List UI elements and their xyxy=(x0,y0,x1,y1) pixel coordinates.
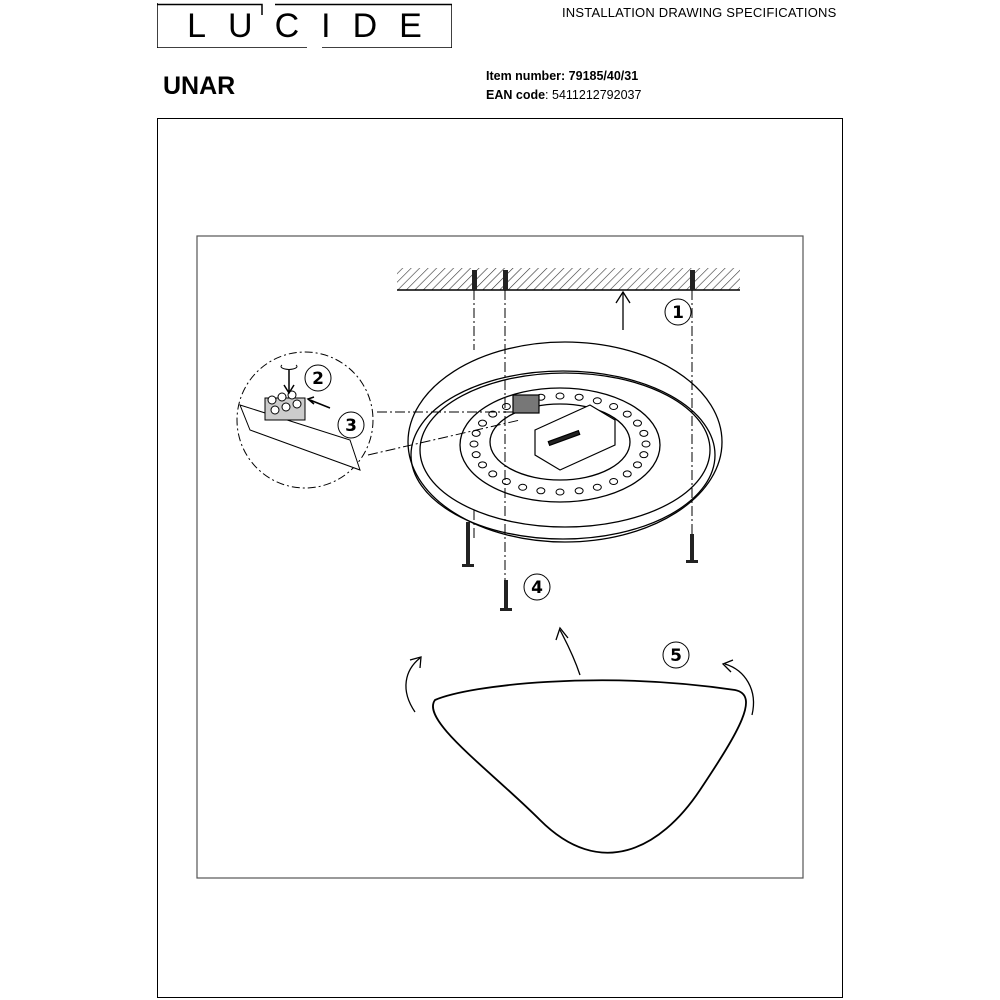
step-5-label: 5 xyxy=(670,646,682,666)
step-4-badge: 4 xyxy=(523,573,551,601)
led-dot xyxy=(632,461,642,469)
led-dot xyxy=(471,429,481,437)
led-dot xyxy=(609,402,619,410)
ean-label: EAN code xyxy=(486,88,546,102)
led-dot xyxy=(639,429,649,437)
led-dot xyxy=(555,392,565,400)
step-1-badge: 1 xyxy=(664,298,692,326)
ean-code: EAN code: 5411212792037 xyxy=(486,88,641,102)
step-2-badge: 2 xyxy=(304,364,332,392)
ceiling-base xyxy=(407,341,723,543)
item-number: Item number: 79185/40/31 xyxy=(486,69,638,83)
step-1-label: 1 xyxy=(672,303,684,323)
ean-value: : 5411212792037 xyxy=(545,88,642,102)
item-number-label: Item number: xyxy=(486,69,566,83)
led-dot xyxy=(478,419,488,427)
connector-detail xyxy=(236,351,374,489)
led-dot xyxy=(518,483,528,491)
ceiling xyxy=(397,268,740,291)
product-name: UNAR xyxy=(163,72,236,100)
screws xyxy=(462,522,698,611)
led-dot xyxy=(609,478,619,486)
led-dot xyxy=(471,451,481,459)
led-dot xyxy=(469,440,479,448)
step-3-label: 3 xyxy=(345,416,357,436)
led-dot xyxy=(574,393,584,401)
led-dot xyxy=(536,487,546,495)
brand-logo-text: LUCIDE xyxy=(187,7,444,45)
arrow-up-icon xyxy=(615,290,631,330)
led-dot xyxy=(592,483,602,491)
led-dot xyxy=(478,461,488,469)
led-dot xyxy=(555,488,565,496)
led-dot xyxy=(622,410,632,418)
led-dot xyxy=(632,419,642,427)
led-dot xyxy=(501,402,511,410)
led-dot xyxy=(574,487,584,495)
step-2-label: 2 xyxy=(312,369,324,389)
ceiling-plugs xyxy=(472,270,695,290)
step-5-badge: 5 xyxy=(662,641,690,669)
rotation-arrows xyxy=(405,626,754,716)
led-dot xyxy=(488,470,498,478)
drawing-frame xyxy=(157,118,843,998)
diffuser-shade xyxy=(432,679,747,854)
guide-lines xyxy=(367,290,693,600)
item-number-value: 79185/40/31 xyxy=(568,69,639,83)
inner-frame xyxy=(196,235,804,879)
step-3-badge: 3 xyxy=(337,411,365,439)
driver-box xyxy=(512,394,616,471)
step-4-label: 4 xyxy=(531,578,543,598)
led-dot xyxy=(501,478,511,486)
led-dot xyxy=(622,470,632,478)
document-title: INSTALLATION DRAWING SPECIFICATIONS xyxy=(562,5,837,20)
led-dot xyxy=(639,451,649,459)
led-dot xyxy=(592,397,602,405)
led-dot xyxy=(641,440,651,448)
led-dot xyxy=(488,410,498,418)
